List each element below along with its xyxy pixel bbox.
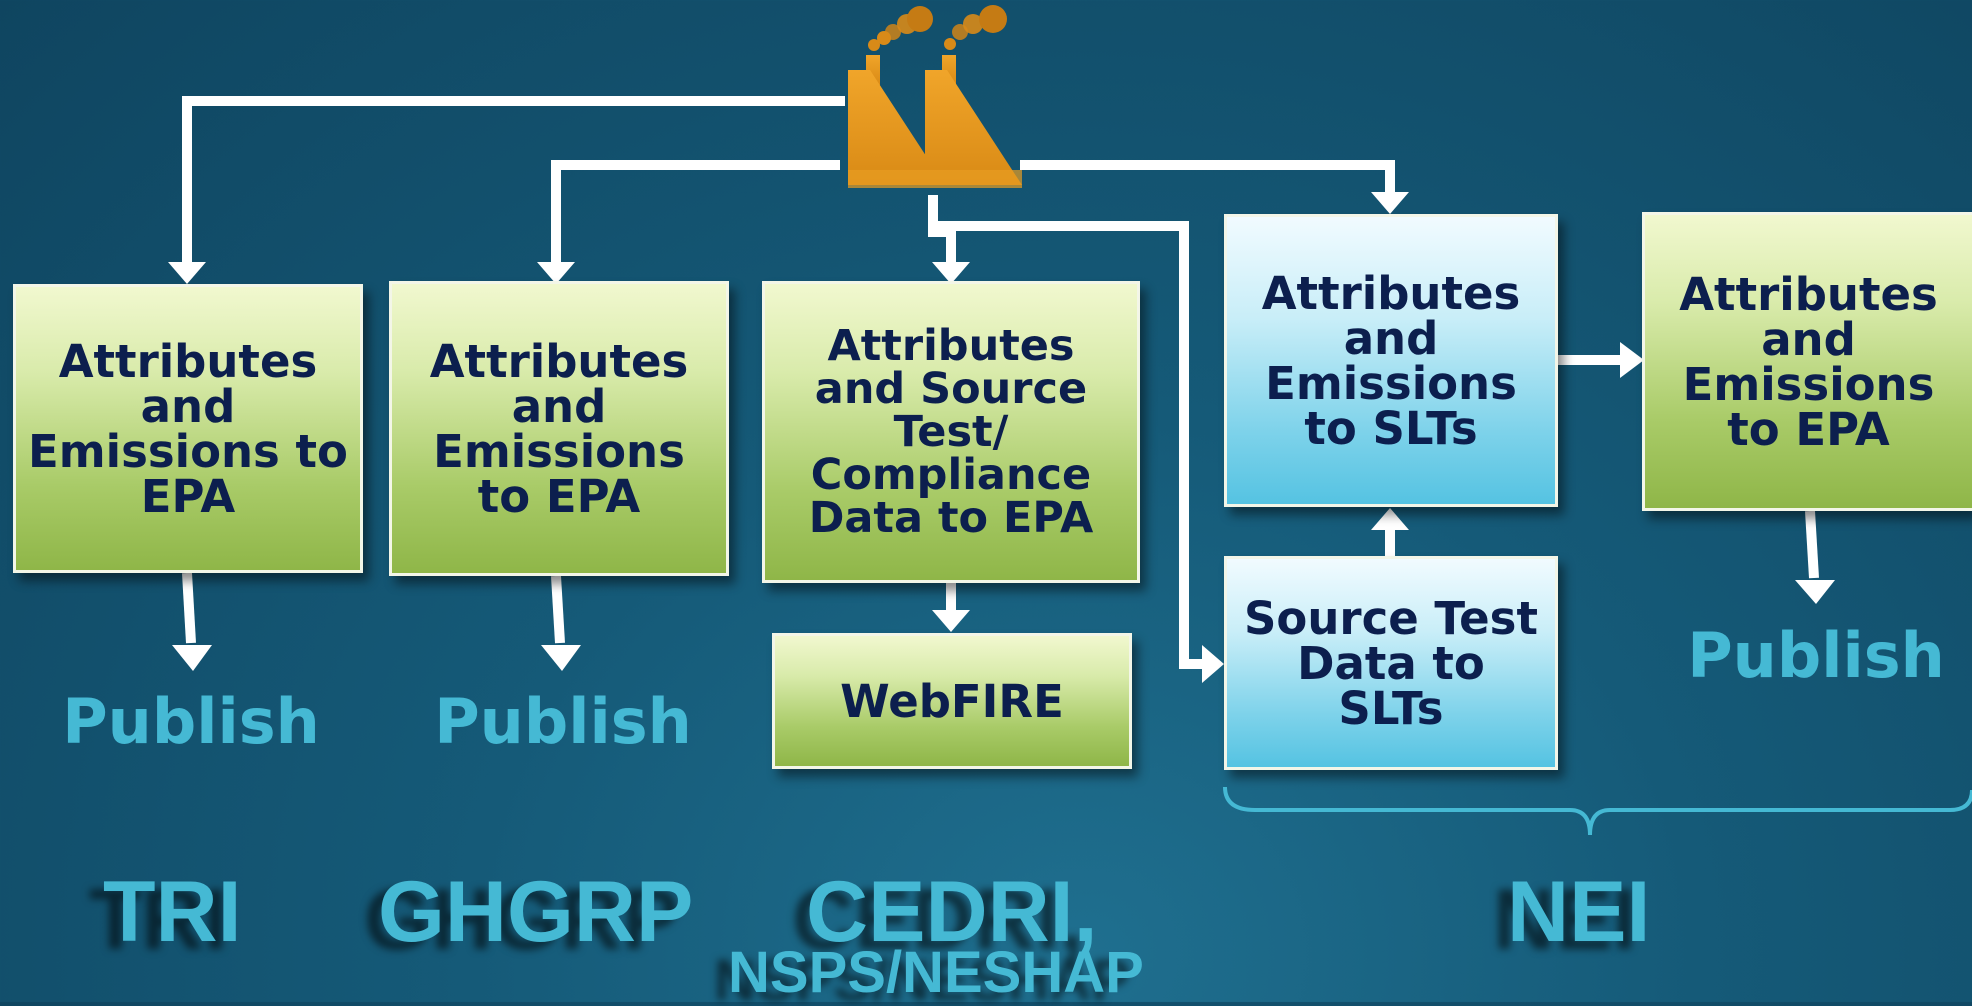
tri-attributes-label: Attributes and Emissions to EPA — [28, 334, 348, 523]
arrowhead-webfire — [932, 610, 970, 632]
tri-program-label: TRI — [103, 864, 242, 960]
factory-icon — [848, 5, 1022, 188]
arrowhead-tri-publish — [172, 645, 212, 671]
nei-epa-box: Attributes and Emissions to EPA — [1642, 212, 1972, 511]
arrowhead-slt — [1371, 192, 1409, 214]
nei-brace — [1223, 786, 1972, 836]
connector-source-test — [933, 221, 1202, 669]
connector-nei-publish — [1805, 510, 1819, 579]
tri-attributes-box: Attributes and Emissions to EPA — [13, 284, 363, 573]
nsps-neshap-label: NSPS/NESHAP — [728, 940, 1144, 1005]
ghgrp-program-label: GHGRP — [378, 864, 694, 960]
ghgrp-attributes-label: Attributes and Emissions to EPA — [429, 334, 689, 523]
cedri-program-label: CEDRI, — [806, 864, 1098, 960]
arrowhead-slt-to-epa — [1620, 342, 1644, 378]
slt-emissions-label: Attributes and Emissions to SLTs — [1261, 266, 1521, 455]
arrowhead-cedri — [932, 262, 970, 284]
slt-emissions-box: Attributes and Emissions to SLTs — [1224, 214, 1558, 507]
nei-program-label: NEI — [1507, 864, 1651, 960]
connector-tri-publish — [182, 572, 196, 644]
arrowheads — [168, 192, 1835, 683]
webfire-label: WebFIRE — [840, 674, 1064, 728]
tri-publish-label: Publish — [62, 685, 320, 758]
slt-source-test-label: Source Test Data to SLTs — [1244, 591, 1538, 735]
ghgrp-publish-label: Publish — [434, 685, 692, 758]
arrowhead-source-test — [1202, 645, 1224, 683]
connector-tri — [182, 96, 845, 262]
cedri-attributes-label: Attributes and Source Test/ Compliance D… — [808, 320, 1094, 543]
ghgrp-attributes-box: Attributes and Emissions to EPA — [389, 281, 729, 576]
cedri-attributes-box: Attributes and Source Test/ Compliance D… — [762, 281, 1140, 583]
arrowhead-tri — [168, 262, 206, 284]
connector-ghgrp-publish — [551, 575, 565, 644]
connector-cedri — [928, 195, 956, 262]
arrowhead-ghgrp — [537, 262, 575, 284]
slt-source-test-box: Source Test Data to SLTs — [1224, 556, 1558, 770]
connector-ghgrp — [551, 160, 840, 262]
connector-slt — [1020, 160, 1395, 192]
arrowhead-ghgrp-publish — [541, 645, 581, 671]
webfire-box: WebFIRE — [772, 633, 1132, 769]
nei-publish-label: Publish — [1687, 619, 1945, 692]
nei-epa-label: Attributes and Emissions to EPA — [1679, 267, 1938, 456]
arrowhead-nei-publish — [1795, 580, 1835, 604]
arrowhead-source-to-slt — [1371, 508, 1409, 530]
